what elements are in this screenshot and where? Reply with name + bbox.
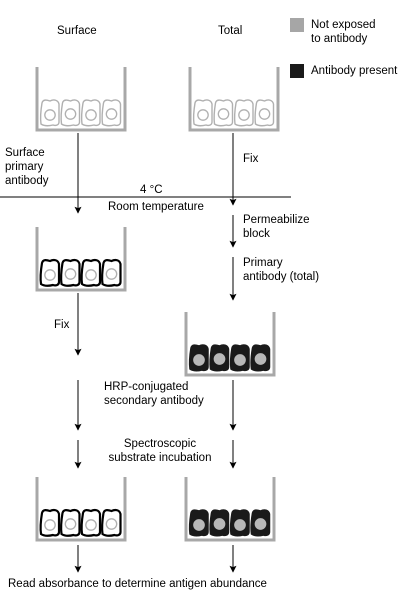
cell-nucleus <box>64 268 77 280</box>
cell-nucleus <box>44 519 56 531</box>
cell-nucleus <box>105 108 118 120</box>
cell-nucleus <box>234 354 246 366</box>
well-wall <box>35 227 127 292</box>
cell-nucleus <box>213 353 226 365</box>
cell-nucleus <box>105 518 118 530</box>
well-surface-start <box>35 67 127 132</box>
legend-label-antibody-present: Antibody present <box>311 65 398 77</box>
well-total-start <box>188 67 280 132</box>
cell-nucleus <box>254 518 267 530</box>
column-title-surface: Surface <box>57 25 97 37</box>
readout-caption: Read absorbance to determine antigen abu… <box>8 578 267 590</box>
well-wall <box>35 477 127 542</box>
cell-nucleus <box>234 519 246 531</box>
step-fix-total: Fix <box>243 153 259 165</box>
cell-nucleus <box>85 109 97 121</box>
well-total-stained <box>184 312 276 377</box>
column-title-total: Total <box>218 25 243 37</box>
legend-label-not-exposed: Not exposed to antibody <box>311 19 376 45</box>
cell-nucleus <box>217 108 230 120</box>
step-primary-antibody-total: Primary antibody (total) <box>243 257 320 283</box>
step-hrp-secondary-antibody: HRP-conjugated secondary antibody <box>104 381 204 407</box>
step-surface-primary-antibody: Surface primary antibody <box>5 147 49 187</box>
temperature-room-label: Room temperature <box>108 201 204 213</box>
cell-nucleus <box>197 109 209 121</box>
well-total-final <box>184 477 276 542</box>
cell-nucleus <box>193 519 205 531</box>
cell-nucleus <box>105 268 118 280</box>
cell-nucleus <box>213 518 226 530</box>
step-spectroscopic-substrate: Spectroscopic substrate incubation <box>108 438 212 464</box>
well-wall <box>188 67 280 132</box>
cell-nucleus <box>85 269 97 281</box>
step-fix-surface: Fix <box>54 319 70 331</box>
temperature-cold-label: 4 °C <box>140 184 163 196</box>
cell-nucleus <box>238 109 250 121</box>
cell-nucleus <box>64 518 77 530</box>
well-surface-primary <box>35 227 127 292</box>
well-surface-final <box>35 477 127 542</box>
cell-nucleus <box>44 109 56 121</box>
well-wall <box>184 312 276 377</box>
cell-nucleus <box>193 354 205 366</box>
cell-nucleus <box>44 269 56 281</box>
legend-swatch-antibody-present <box>290 64 304 78</box>
well-wall <box>184 477 276 542</box>
cell-nucleus <box>85 519 97 531</box>
cell-nucleus <box>64 108 77 120</box>
legend-swatch-not-exposed <box>290 18 304 32</box>
step-permeabilize-block: Permeabilize block <box>243 214 310 240</box>
cell-nucleus <box>258 108 271 120</box>
well-wall <box>35 67 127 132</box>
cell-nucleus <box>254 353 267 365</box>
